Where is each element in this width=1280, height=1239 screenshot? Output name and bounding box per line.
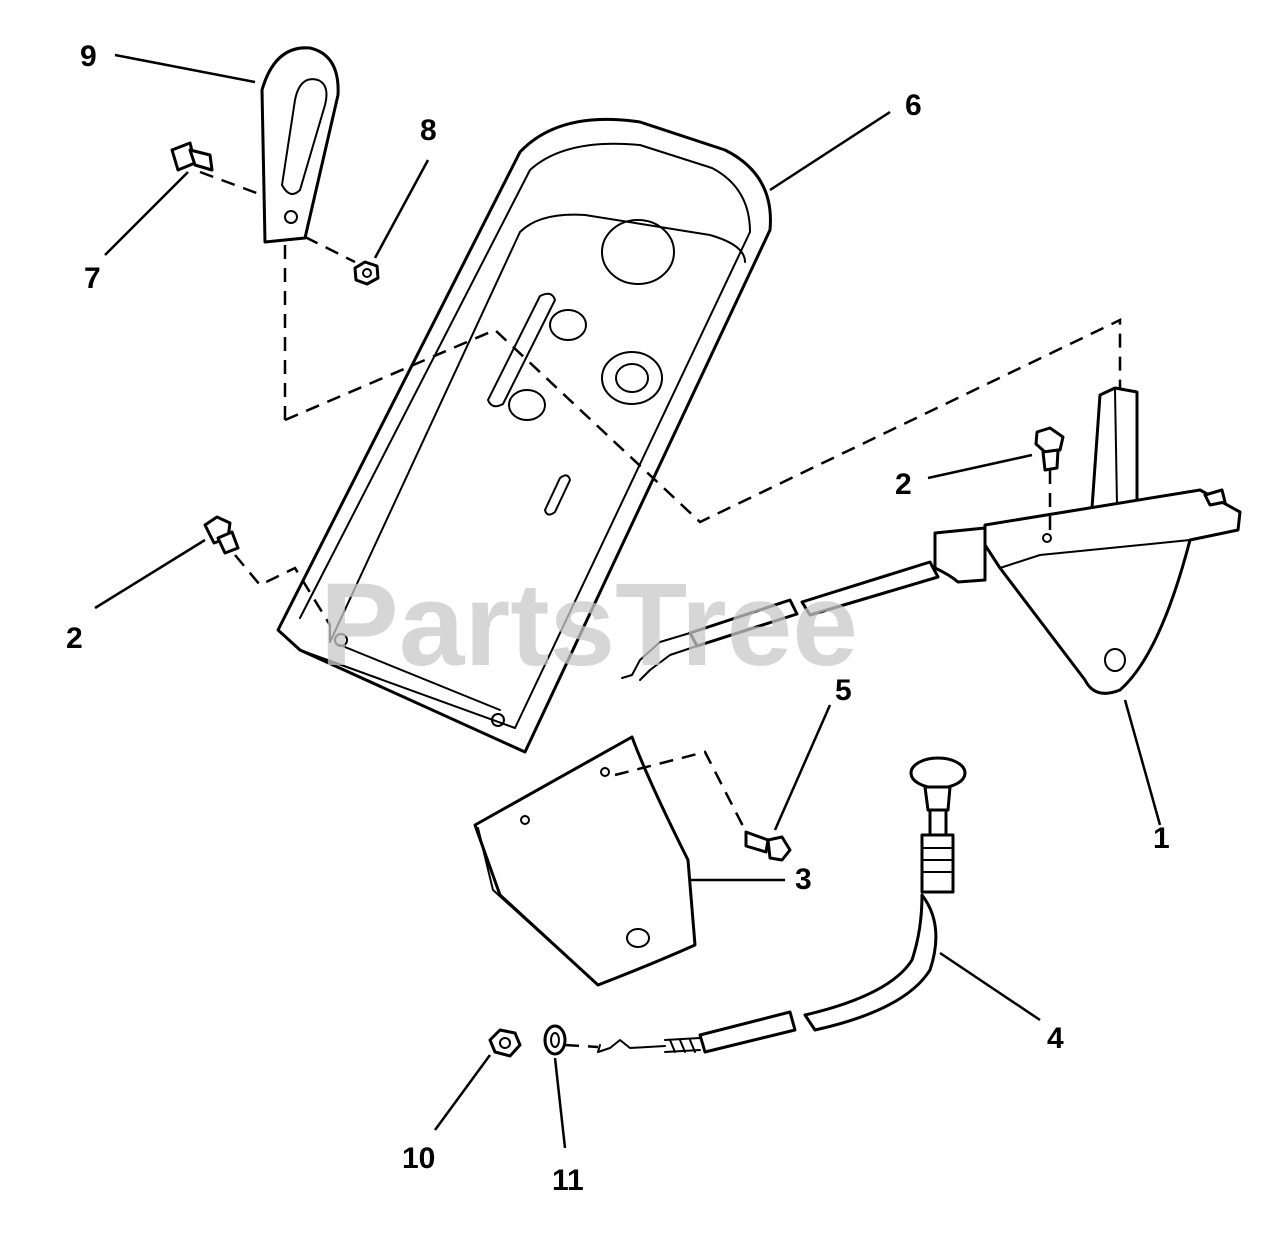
part-8-nut — [353, 260, 380, 286]
callout-9: 9 — [80, 40, 97, 73]
part-11-washer — [543, 1024, 567, 1056]
callout-6: 6 — [905, 89, 922, 122]
callout-11: 11 — [552, 1164, 584, 1197]
callout-7: 7 — [84, 262, 101, 295]
part-6-panel — [276, 117, 772, 754]
part-3-plate — [473, 735, 697, 987]
part-2-bolt-right — [1034, 426, 1065, 472]
callout-10: 10 — [402, 1142, 435, 1175]
part-7-bolt — [170, 141, 214, 172]
callout-2-right: 2 — [895, 468, 912, 501]
part-1-bracket — [933, 386, 1242, 695]
callout-2-left: 2 — [66, 622, 83, 655]
part-4-cable — [597, 756, 967, 1054]
leader-lines — [94, 53, 1162, 1149]
callout-5: 5 — [835, 674, 852, 707]
watermark-text: PartsTree — [320, 559, 858, 691]
part-9-slotted-plate — [260, 46, 340, 244]
callout-labels: 9 8 6 7 2 2 5 1 3 4 10 11 — [66, 40, 1170, 1197]
part-10-nut — [488, 1028, 522, 1058]
assembly-lines — [199, 170, 1122, 1049]
callout-3: 3 — [795, 863, 812, 896]
part-5-screw — [744, 830, 792, 862]
callout-8: 8 — [420, 114, 437, 147]
callout-1: 1 — [1153, 822, 1170, 855]
part-1-cable — [621, 560, 940, 681]
part-2-bolt-left — [203, 515, 240, 555]
callout-4: 4 — [1047, 1022, 1064, 1055]
